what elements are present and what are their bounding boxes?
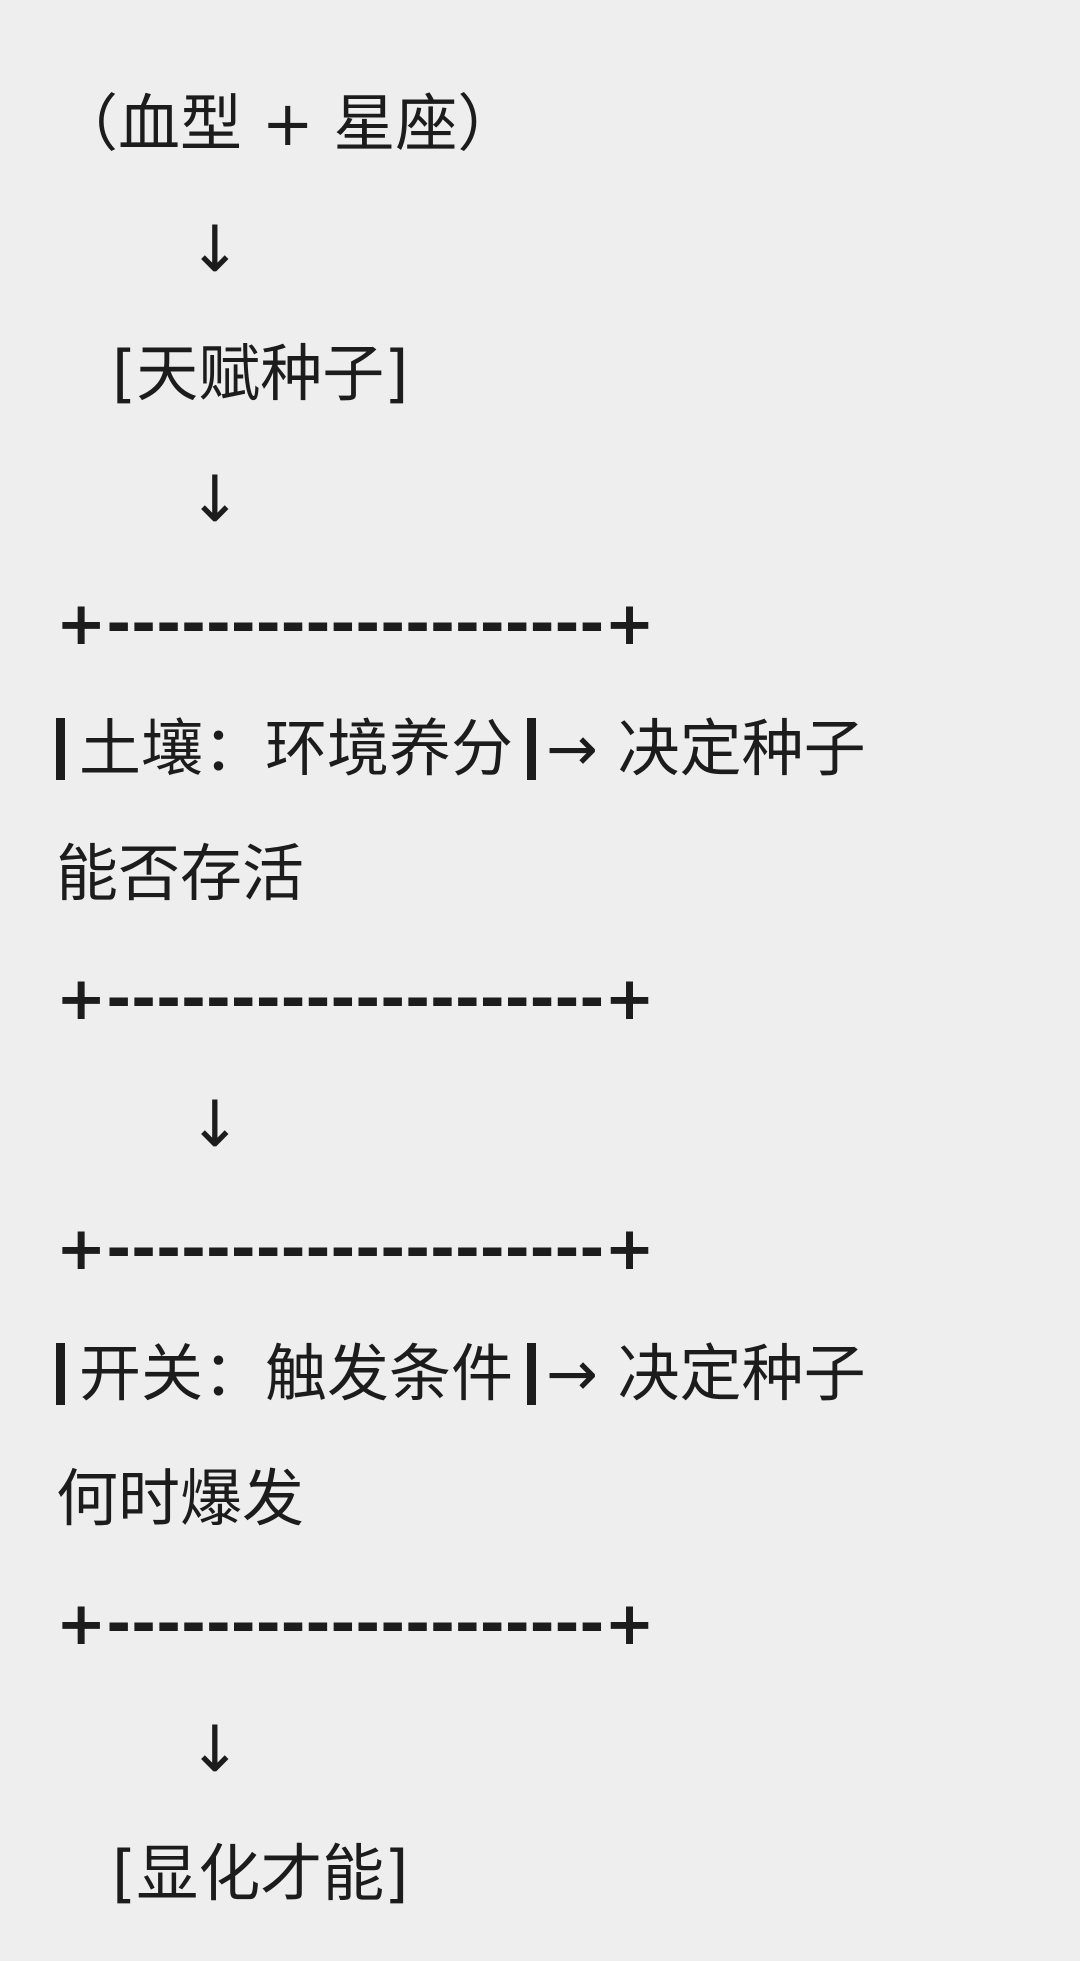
switch-effect-continued: 何时爆发 [56, 1462, 305, 1535]
soil-row: 土壤：环境养分 → 决定种子 [56, 709, 866, 789]
arrow-down-icon: ↓ [188, 463, 242, 537]
switch-label: 开关：触发条件 [79, 1337, 514, 1410]
seed-node: [天赋种子] [112, 337, 409, 410]
box-right-edge [527, 717, 537, 780]
switch-row: 开关：触发条件 → 决定种子 [56, 1334, 866, 1414]
box-border-bottom: +--------------------+ [56, 1589, 655, 1659]
box-left-edge [56, 717, 65, 780]
arrow-down-icon: ↓ [188, 1088, 242, 1162]
arrow-down-icon: ↓ [188, 213, 242, 287]
box-border-top: +--------------------+ [56, 1214, 655, 1284]
arrow-down-icon: ↓ [188, 1713, 242, 1787]
box-border-top: +--------------------+ [56, 589, 655, 659]
switch-effect: → 决定种子 [546, 1337, 866, 1410]
soil-effect: → 决定种子 [546, 712, 866, 785]
input-node: （血型 + 星座） [56, 87, 520, 160]
soil-effect-continued: 能否存活 [56, 837, 305, 910]
soil-label: 土壤：环境养分 [79, 712, 514, 785]
result-node: [显化才能] [112, 1837, 409, 1910]
box-left-edge [56, 1342, 65, 1405]
box-border-bottom: +--------------------+ [56, 964, 655, 1034]
box-right-edge [527, 1342, 537, 1405]
